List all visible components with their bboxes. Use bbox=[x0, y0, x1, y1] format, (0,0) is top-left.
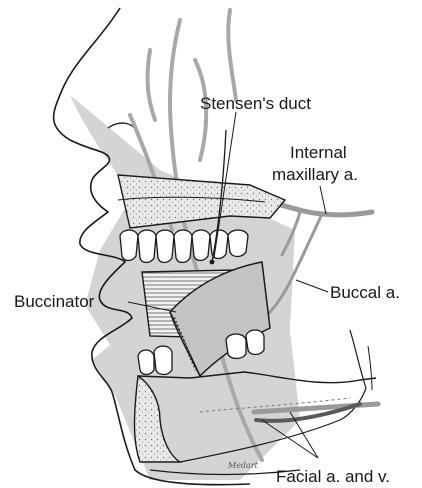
label-internal-maxillary-line2: maxillary a. bbox=[272, 165, 358, 184]
buccal-leader bbox=[296, 280, 328, 292]
internal-maxillary-leader bbox=[320, 186, 326, 214]
label-buccinator: Buccinator bbox=[14, 292, 95, 311]
mandible-ramus bbox=[350, 330, 366, 388]
label-stensens-duct: Stensen's duct bbox=[200, 94, 311, 113]
artist-signature: Medart bbox=[227, 461, 259, 470]
carotid-connector bbox=[368, 346, 372, 390]
stensens-duct-opening bbox=[210, 260, 215, 265]
label-buccal-artery: Buccal a. bbox=[330, 283, 400, 302]
label-internal-maxillary-line1: Internal bbox=[290, 143, 347, 162]
label-facial-av: Facial a. and v. bbox=[276, 467, 390, 486]
